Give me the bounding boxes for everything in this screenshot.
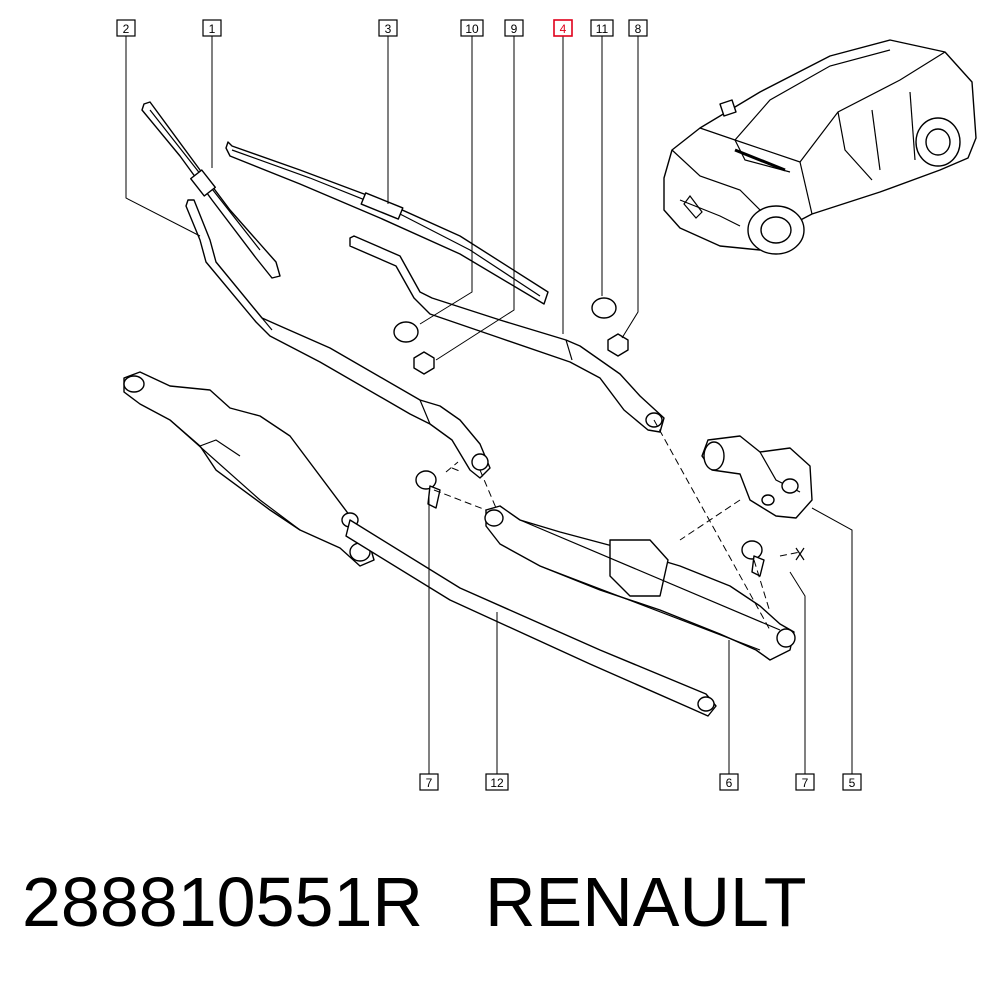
leader-lines <box>125 36 853 774</box>
vehicle-illustration <box>663 39 977 255</box>
callout-4-highlighted: 4 <box>553 19 573 37</box>
svg-text:5: 5 <box>849 776 856 790</box>
wiper-motor <box>701 435 813 519</box>
callout-8: 8 <box>628 19 648 37</box>
svg-text:3: 3 <box>385 22 392 36</box>
linkage-assembly <box>123 371 717 717</box>
wiper-linkage-frame <box>484 505 796 661</box>
svg-text:9: 9 <box>511 22 518 36</box>
arm-cap-11 <box>591 297 617 319</box>
nut-9 <box>413 351 435 375</box>
bolts <box>415 470 765 577</box>
brand-name: RENAULT <box>485 863 807 941</box>
callout-3: 3 <box>378 19 398 37</box>
callout-10: 10 <box>460 19 484 37</box>
callout-9: 9 <box>504 19 524 37</box>
callout-11: 11 <box>590 19 614 37</box>
callout-5: 5 <box>842 773 862 791</box>
assembly-dashed-lines <box>433 419 805 631</box>
svg-text:11: 11 <box>596 22 609 36</box>
callout-7-left: 7 <box>419 773 439 791</box>
svg-text:4: 4 <box>560 22 567 36</box>
wiper-blade-passenger <box>225 141 549 305</box>
callout-2: 2 <box>116 19 136 37</box>
svg-text:7: 7 <box>426 776 433 790</box>
callout-1: 1 <box>202 19 222 37</box>
svg-text:1: 1 <box>209 22 216 36</box>
part-number: 288810551R <box>22 863 423 941</box>
svg-text:7: 7 <box>802 776 809 790</box>
callout-6: 6 <box>719 773 739 791</box>
wiper-blade-driver <box>141 101 281 279</box>
svg-text:12: 12 <box>490 776 504 790</box>
svg-text:10: 10 <box>465 22 479 36</box>
bolt-7-right <box>741 540 763 560</box>
arm-cap-10 <box>393 321 419 343</box>
caps-and-nuts <box>393 297 629 375</box>
svg-text:8: 8 <box>635 22 642 36</box>
svg-text:6: 6 <box>726 776 733 790</box>
nut-8 <box>607 333 629 357</box>
callout-7-right: 7 <box>795 773 815 791</box>
bolt-7-left <box>415 470 437 490</box>
svg-text:2: 2 <box>123 22 130 36</box>
wiper-arm-passenger <box>349 235 665 433</box>
wiper-arm-driver <box>185 199 491 479</box>
callout-12: 12 <box>485 773 509 791</box>
